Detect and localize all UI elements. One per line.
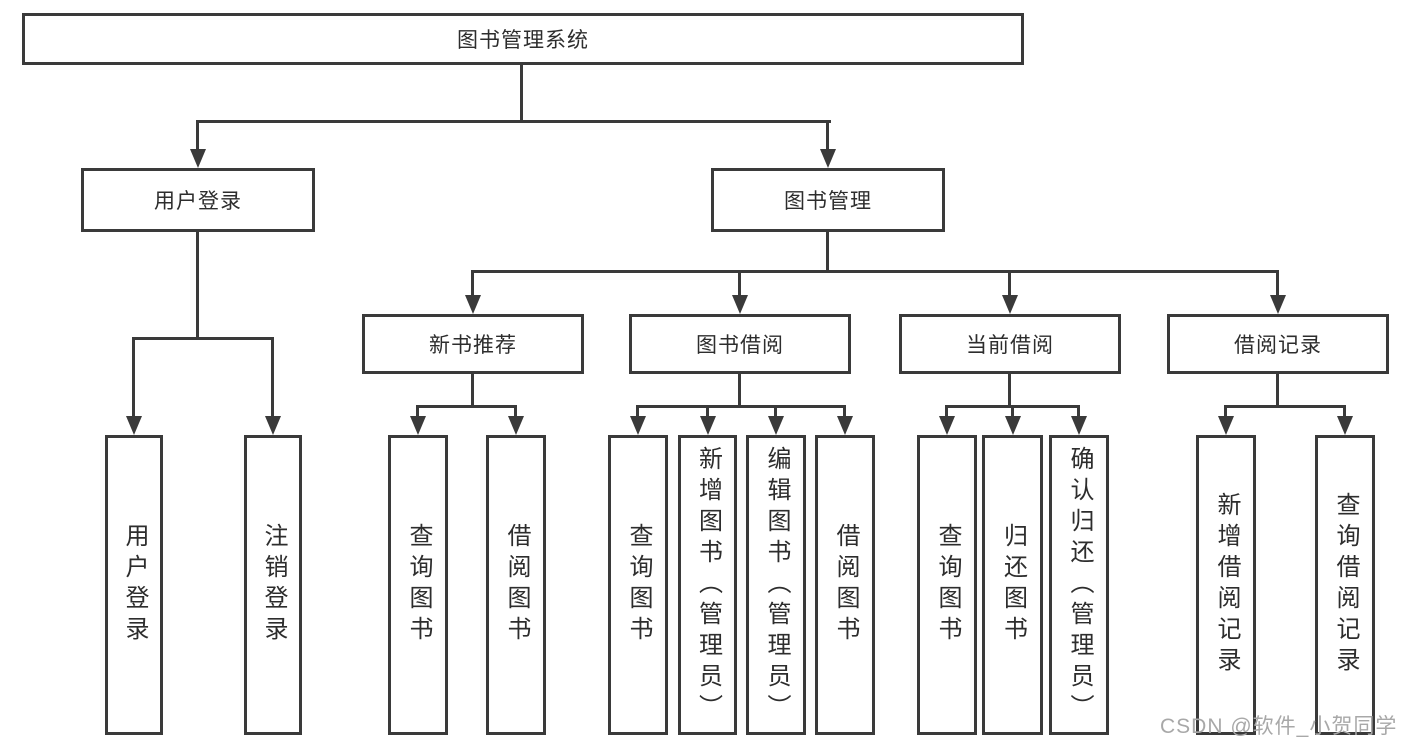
edge-drop-current-borrow (1008, 270, 1011, 296)
edge-drop-book-borrow (738, 270, 741, 296)
edge-root-stem (520, 65, 523, 120)
edge-newbook-stem (471, 374, 474, 405)
node-label: 图书借阅 (696, 334, 784, 357)
arrowhead-current-borrow (1002, 295, 1018, 314)
node-label: 新书推荐 (429, 334, 517, 357)
edge-drop-edit-books (774, 405, 777, 417)
leaf-label: 归还图书 (999, 523, 1027, 647)
edge-current-stem (1008, 374, 1011, 405)
edge-drop-borrow-records (1276, 270, 1279, 296)
edge-drop-new-book (471, 270, 474, 296)
leaf-label: 编辑图书（管理员） (763, 445, 790, 725)
edge-borrowing-split (636, 405, 846, 408)
arrowhead-edit-books (768, 416, 784, 435)
edge-login-stem (196, 232, 199, 337)
leaf-return-books: 归还图书 (982, 435, 1043, 735)
edge-mgmt-split (471, 270, 1279, 273)
leaf-borrow-books: 借阅图书 (815, 435, 875, 735)
node-label: 图书管理 (784, 190, 872, 213)
edge-drop-query-books-1 (416, 405, 419, 417)
node-label: 用户登录 (154, 190, 242, 213)
leaf-confirm-return-admin: 确认归还（管理员） (1049, 435, 1109, 735)
node-user-login: 用户登录 (81, 168, 315, 232)
leaf-query-books-current: 查询图书 (917, 435, 977, 735)
arrowhead-leaf-user-login (126, 416, 142, 435)
arrowhead-new-book (465, 295, 481, 314)
arrowhead-confirm-return (1071, 416, 1087, 435)
node-new-book-recommendation: 新书推荐 (362, 314, 584, 374)
leaf-label: 新增借阅记录 (1213, 492, 1240, 678)
leaf-label: 借阅图书 (503, 523, 530, 647)
leaf-label: 用户登录 (121, 523, 148, 647)
leaf-query-borrow-record: 查询借阅记录 (1315, 435, 1375, 735)
node-library-management-system: 图书管理系统 (22, 13, 1024, 65)
leaf-label: 确认归还（管理员） (1066, 445, 1093, 725)
edge-login-split (132, 337, 274, 340)
leaf-label: 查询图书 (405, 523, 432, 647)
edge-records-stem (1276, 374, 1279, 405)
leaf-label: 查询图书 (625, 523, 652, 647)
leaf-borrow-books-recommend: 借阅图书 (486, 435, 546, 735)
edge-newbook-split (416, 405, 517, 408)
arrowhead-return-books (1005, 416, 1021, 435)
edge-borrowing-stem (738, 374, 741, 405)
arrowhead-book-management (820, 149, 836, 168)
arrowhead-add-books (700, 416, 716, 435)
edge-drop-confirm-return (1077, 405, 1080, 417)
node-label: 图书管理系统 (457, 29, 589, 52)
arrowhead-user-login (190, 149, 206, 168)
arrowhead-borrow-records (1270, 295, 1286, 314)
leaf-label: 查询借阅记录 (1332, 492, 1359, 678)
edge-drop-add-books (706, 405, 709, 417)
node-label: 借阅记录 (1234, 334, 1322, 357)
arrowhead-add-record (1218, 416, 1234, 435)
arrowhead-query-books-2 (630, 416, 646, 435)
arrowhead-book-borrow (732, 295, 748, 314)
edge-drop-borrow-books-2 (843, 405, 846, 417)
edge-drop-query-books-3 (945, 405, 948, 417)
leaf-query-books-recommend: 查询图书 (388, 435, 448, 735)
edge-root-split (196, 120, 831, 123)
arrowhead-borrow-books-2 (837, 416, 853, 435)
arrowhead-query-record (1337, 416, 1353, 435)
edge-drop-book-management (826, 120, 829, 150)
edge-drop-query-books-2 (636, 405, 639, 417)
arrowhead-leaf-logout (265, 416, 281, 435)
node-label: 当前借阅 (966, 334, 1054, 357)
leaf-label: 注销登录 (260, 523, 287, 647)
leaf-logout-login: 注销登录 (244, 435, 302, 735)
node-current-borrowing: 当前借阅 (899, 314, 1121, 374)
edge-mgmt-stem (826, 232, 829, 270)
leaf-label: 查询图书 (934, 523, 961, 647)
edge-drop-user-login (196, 120, 199, 150)
edge-drop-query-record (1343, 405, 1346, 417)
arrowhead-query-books-3 (939, 416, 955, 435)
leaf-add-books-admin: 新增图书（管理员） (678, 435, 737, 735)
edge-records-split (1224, 405, 1346, 408)
arrowhead-query-books-1 (410, 416, 426, 435)
leaf-edit-books-admin: 编辑图书（管理员） (746, 435, 806, 735)
edge-drop-borrow-books-1 (514, 405, 517, 417)
arrowhead-borrow-books-1 (508, 416, 524, 435)
leaf-query-books-borrowing: 查询图书 (608, 435, 668, 735)
csdn-watermark: CSDN @软件_小贺同学 (1160, 715, 1398, 738)
leaf-label: 借阅图书 (832, 523, 859, 647)
leaf-user-login: 用户登录 (105, 435, 163, 735)
node-book-management: 图书管理 (711, 168, 945, 232)
node-book-borrowing: 图书借阅 (629, 314, 851, 374)
edge-drop-leaf-logout (271, 337, 274, 417)
node-borrowing-records: 借阅记录 (1167, 314, 1389, 374)
edge-drop-leaf-user-login (132, 337, 135, 417)
leaf-label: 新增图书（管理员） (694, 445, 722, 725)
edge-drop-add-record (1224, 405, 1227, 417)
leaf-add-borrow-record: 新增借阅记录 (1196, 435, 1256, 735)
edge-drop-return-books (1011, 405, 1014, 417)
